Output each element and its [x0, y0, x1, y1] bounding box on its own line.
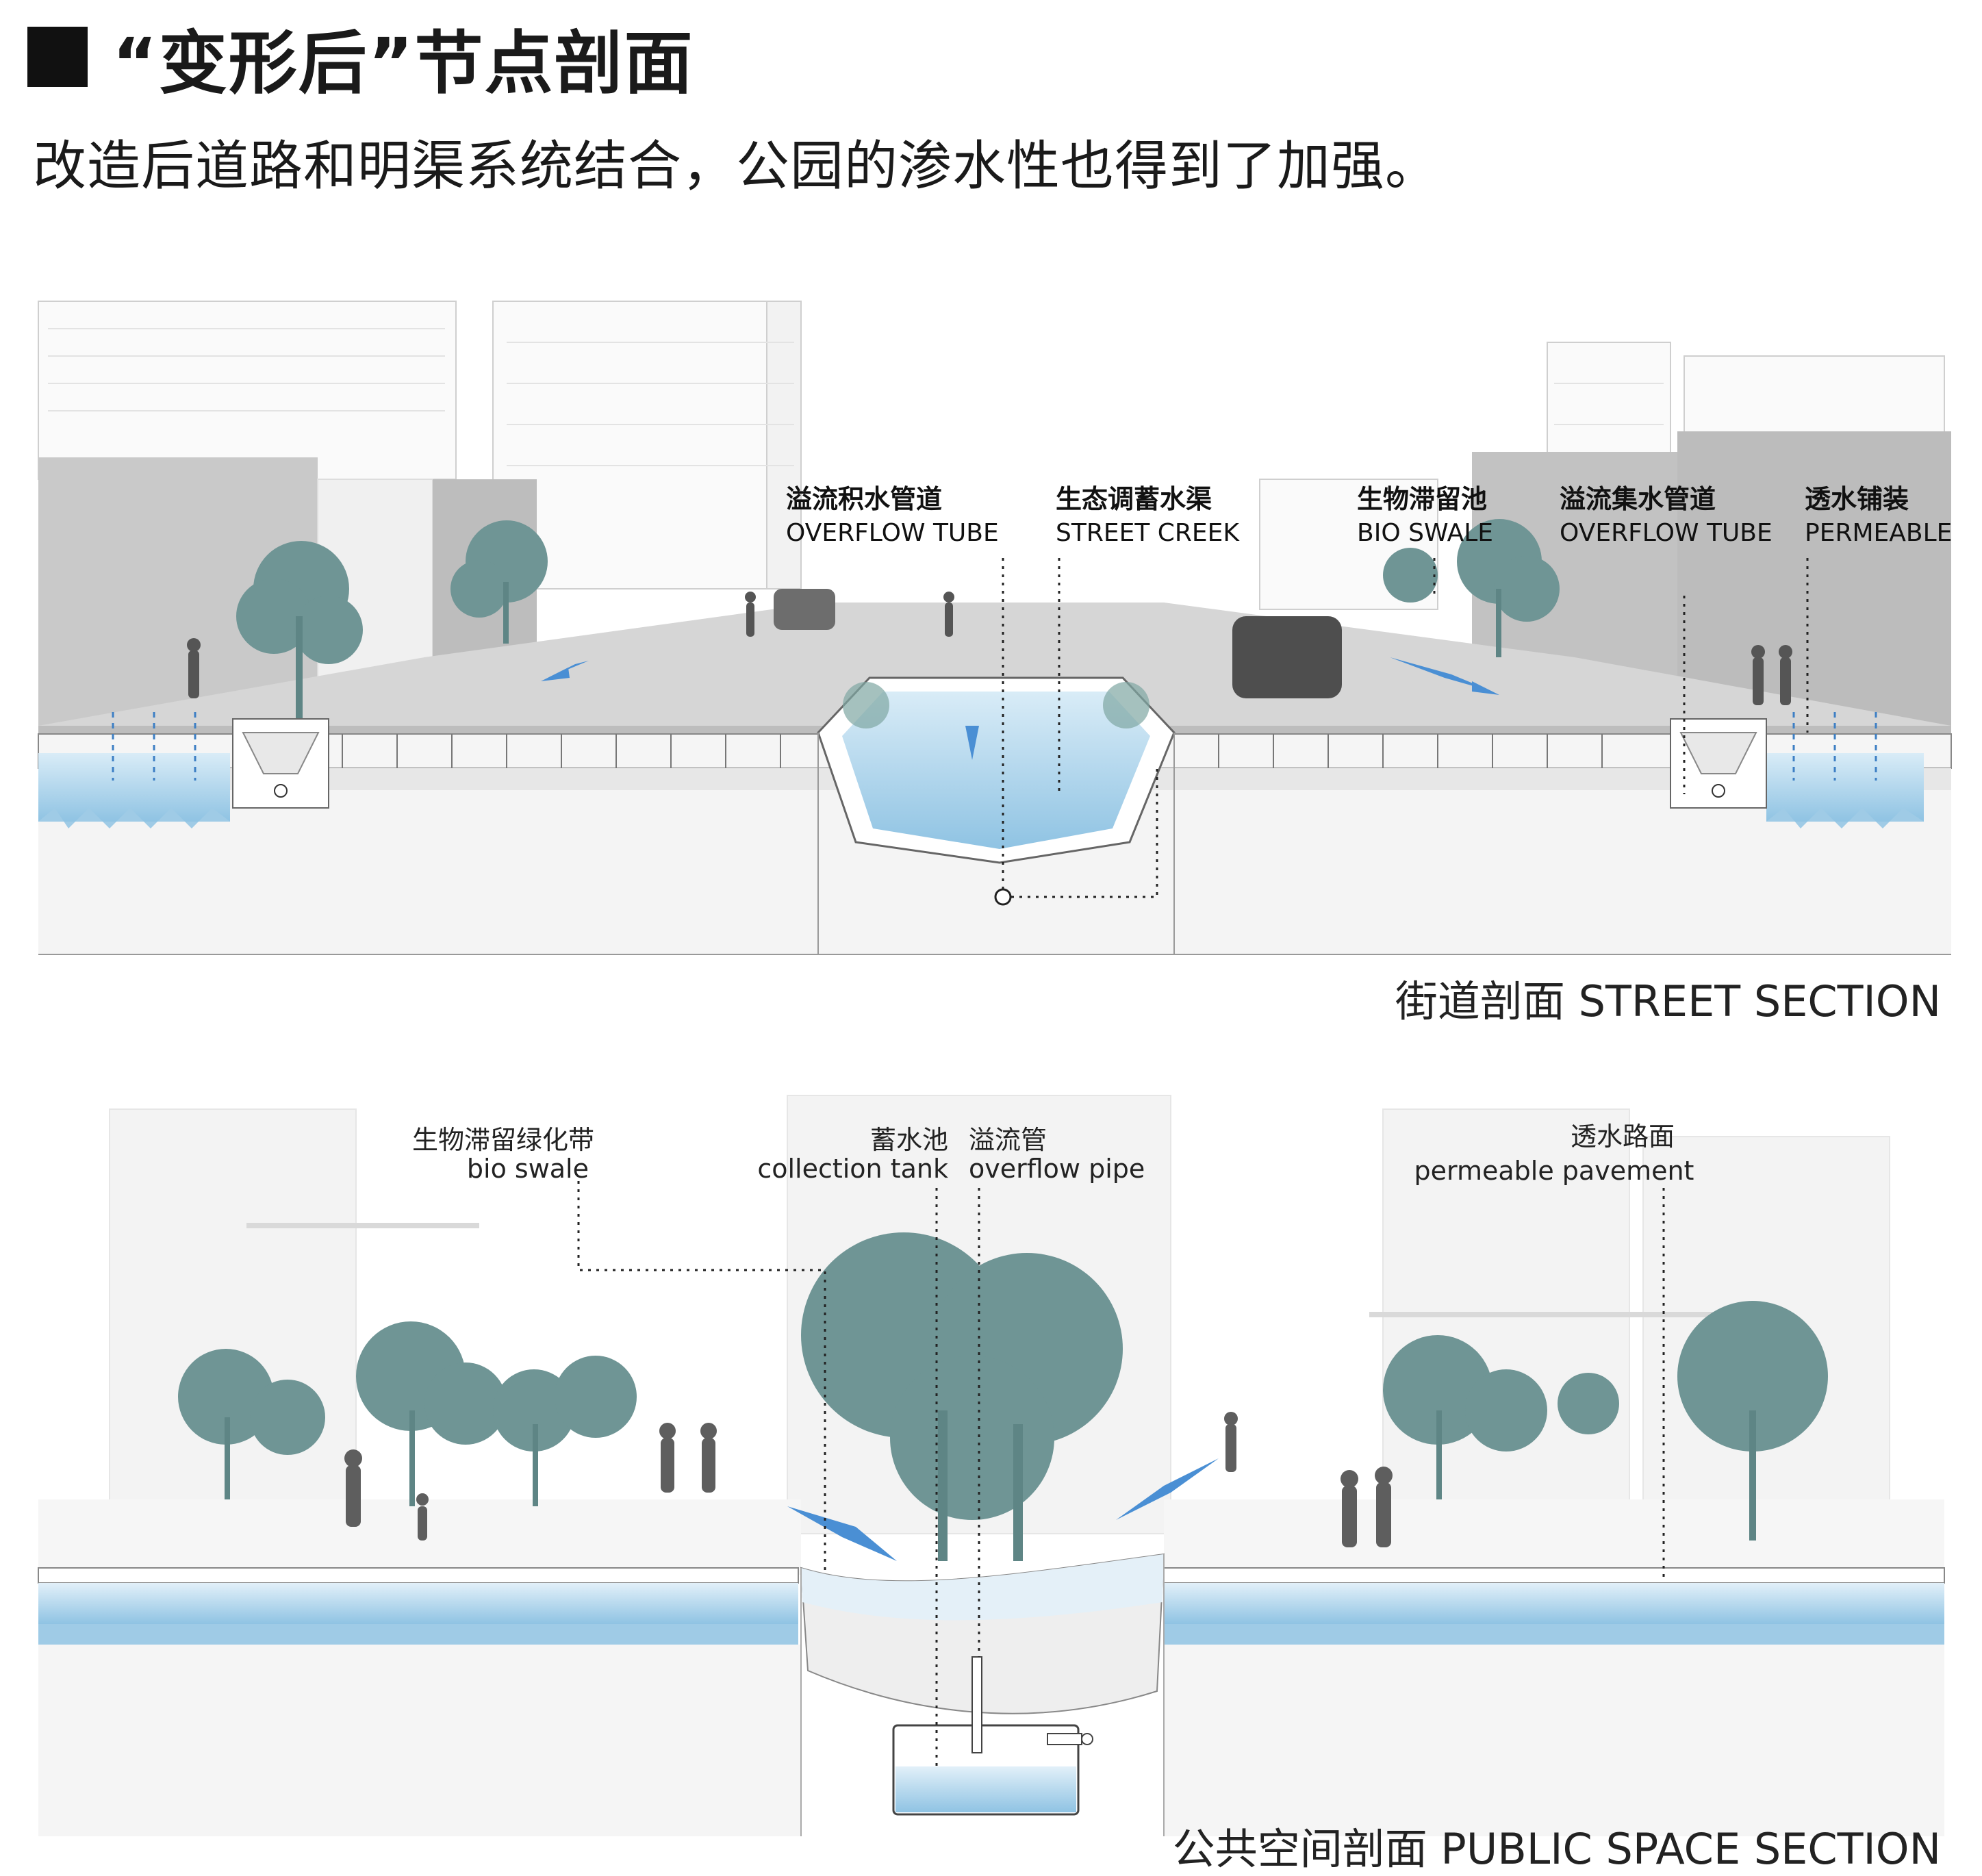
label-collection-tank-en: collection tank — [757, 1154, 948, 1184]
street-section-diagram: 溢流积水管道 OVERFLOW TUBE 生态调蓄水渠 STREET CREEK… — [38, 301, 1952, 955]
public-space-section-caption: 公共空间剖面 PUBLIC SPACE SECTION — [1172, 1824, 1941, 1874]
label-permeable-cn: 透水铺装 — [1805, 484, 1909, 514]
park-people — [344, 1412, 1393, 1547]
label-permeable-en: PERMEABLE — [1805, 519, 1952, 547]
bio-swale-left — [232, 718, 329, 809]
label-street-creek-en: STREET CREEK — [1056, 519, 1240, 547]
permeable-water-left — [38, 753, 230, 828]
street-labels: 溢流积水管道 OVERFLOW TUBE 生态调蓄水渠 STREET CREEK… — [786, 484, 1952, 547]
label-overflow-tube-2-cn: 溢流集水管道 — [1560, 484, 1716, 514]
car-near — [1232, 616, 1342, 698]
label-permeable-pavement-en: permeable pavement — [1414, 1156, 1694, 1186]
permeable-water-right — [1766, 753, 1924, 828]
park-labels: 生物滞留绿化带 bio swale 蓄水池 collection tank 溢流… — [412, 1121, 1694, 1186]
label-street-creek-cn: 生态调蓄水渠 — [1056, 484, 1212, 514]
permeable-pavement-right — [1163, 1567, 1945, 1645]
park-trees — [178, 1232, 1828, 1561]
road-surface — [38, 603, 1951, 726]
street-leader-lines — [1002, 558, 1809, 898]
label-overflow-pipe-cn: 溢流管 — [969, 1125, 1047, 1155]
background-buildings — [38, 301, 1945, 610]
building-right-2 — [1677, 431, 1951, 726]
public-space-section-diagram: 生物滞留绿化带 bio swale 蓄水池 collection tank 溢流… — [38, 1095, 1945, 1836]
park-runoff-arrows — [787, 1458, 1219, 1561]
label-overflow-tube-1-en: OVERFLOW TUBE — [786, 519, 999, 547]
bio-swale-basin — [800, 1553, 1165, 1714]
label-bio-swale-green-cn: 生物滞留绿化带 — [412, 1125, 594, 1155]
label-collection-tank-cn: 蓄水池 — [870, 1125, 948, 1155]
permeable-pavement-left — [38, 1567, 799, 1645]
bio-swale-right — [1670, 718, 1767, 809]
title-row: “变形后”节点剖面 — [27, 19, 694, 103]
street-section-caption: 街道剖面 STREET SECTION — [1395, 976, 1941, 1026]
label-bio-swale-green-en: bio swale — [467, 1154, 589, 1184]
title-square-icon — [27, 27, 88, 87]
runoff-arrows — [541, 644, 1499, 695]
label-overflow-tube-1-cn: 溢流积水管道 — [786, 484, 942, 514]
label-overflow-tube-2-en: OVERFLOW TUBE — [1560, 519, 1773, 547]
label-overflow-pipe-en: overflow pipe — [969, 1154, 1145, 1184]
label-permeable-pavement-cn: 透水路面 — [1571, 1121, 1675, 1152]
pedestrians — [187, 592, 1792, 705]
car-far — [774, 589, 835, 630]
park-leader-lines — [577, 1181, 1665, 1770]
page-subtitle: 改造后道路和明渠系统结合，公园的渗水性也得到了加强。 — [33, 136, 1440, 197]
street-trees — [236, 519, 1560, 719]
street-creek-channel — [817, 676, 1176, 864]
label-bio-swale-cn: 生物滞留池 — [1357, 484, 1487, 514]
label-bio-swale-en: BIO SWALE — [1357, 519, 1493, 547]
page-title: “变形后”节点剖面 — [112, 23, 694, 103]
collection-tank — [892, 1656, 1093, 1816]
